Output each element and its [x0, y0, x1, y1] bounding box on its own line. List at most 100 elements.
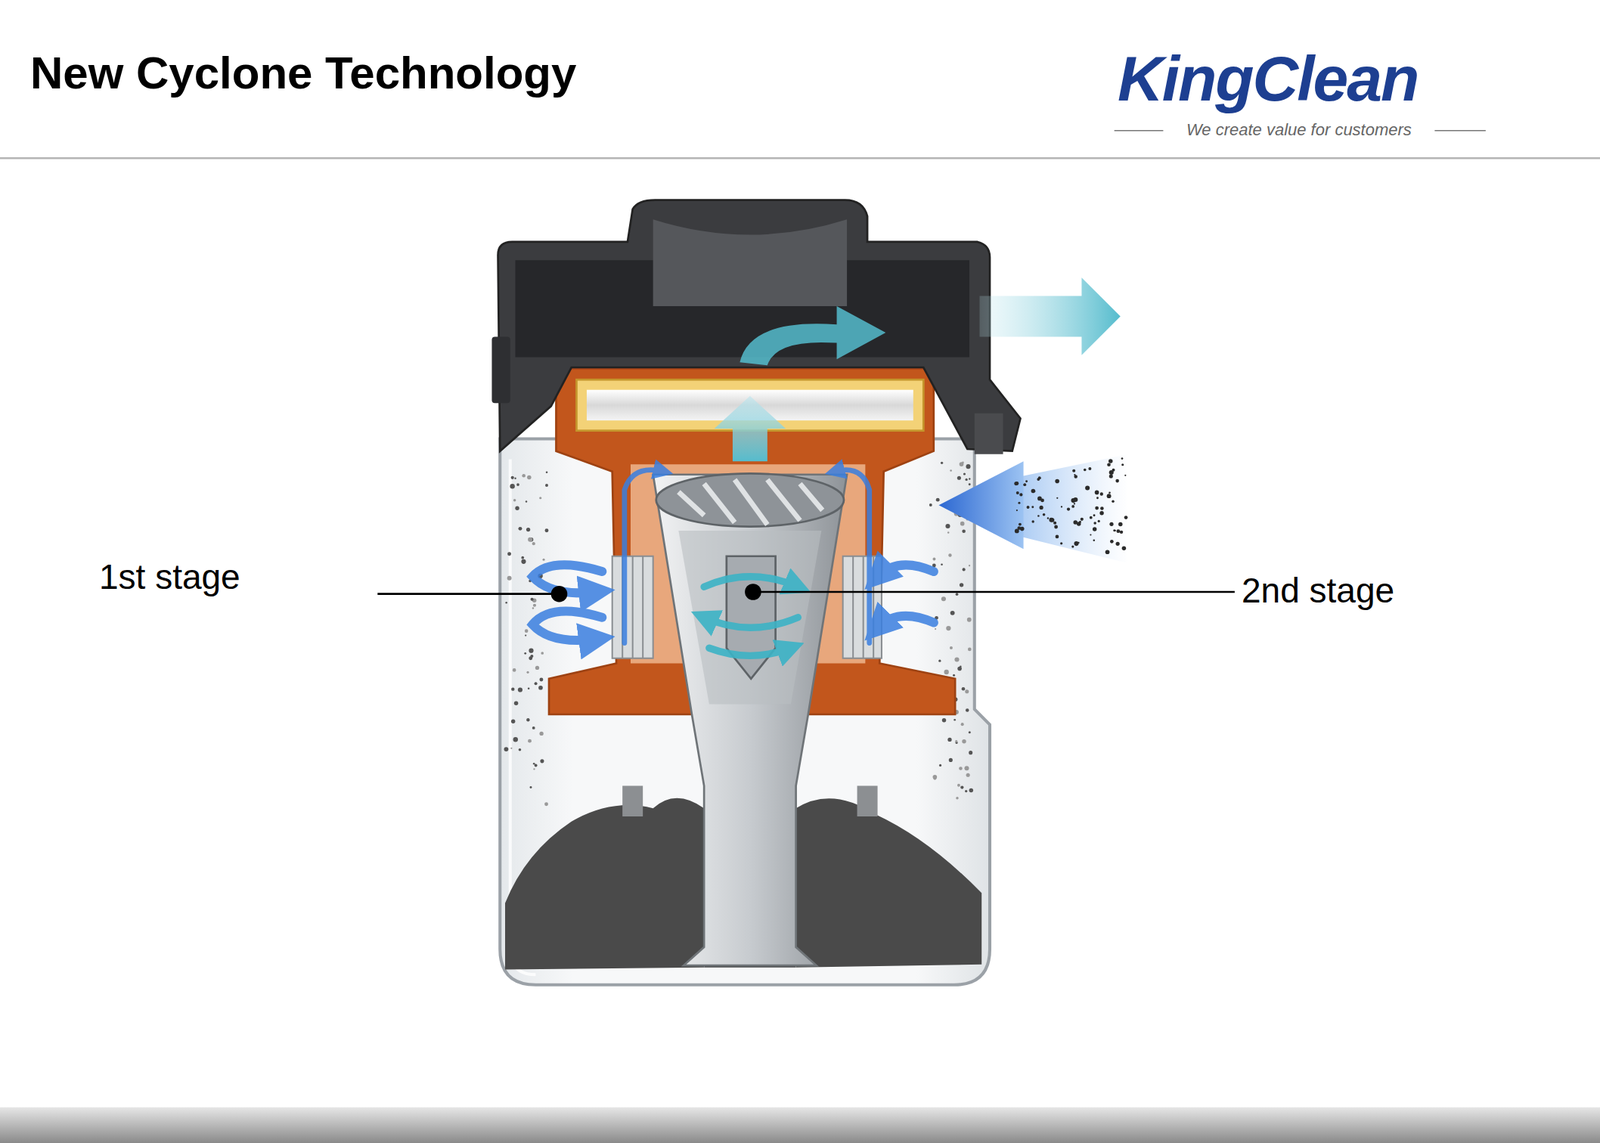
dust-speck — [1089, 533, 1092, 536]
dust-speck — [968, 564, 971, 567]
dust-speck — [509, 483, 515, 489]
dust-speck — [544, 528, 549, 533]
dust-speck — [939, 764, 942, 767]
dust-speck — [965, 464, 971, 469]
dust-speck — [968, 483, 971, 486]
dust-speck — [1105, 549, 1111, 555]
swirl-vane — [656, 473, 844, 527]
dust-speck — [1036, 477, 1040, 481]
dust-speck — [526, 718, 530, 722]
dust-speck — [1016, 509, 1018, 512]
tagline-rule — [1434, 130, 1486, 132]
dust-speck — [1072, 469, 1076, 473]
dust-speck — [1031, 489, 1036, 494]
dust-speck — [961, 687, 966, 692]
dust-speck — [530, 598, 534, 602]
dust-speck — [969, 788, 974, 793]
dust-speck — [948, 553, 952, 557]
cyclone-cone — [653, 473, 847, 966]
dust-speck — [961, 722, 965, 726]
dust-speck — [511, 719, 515, 723]
dust-speck — [1014, 481, 1019, 486]
dust-speck — [1071, 505, 1075, 509]
dust-speck — [942, 718, 946, 723]
cyclone-insert — [548, 355, 956, 715]
inlet-arrow — [939, 461, 1024, 549]
dust-speck — [961, 529, 966, 534]
dust-speck — [517, 687, 523, 692]
dust-speck — [520, 556, 525, 560]
dust-speck — [1109, 470, 1114, 475]
dust-speck — [511, 476, 515, 480]
dust-speck — [520, 559, 526, 565]
latch — [491, 337, 510, 404]
leader-dot — [744, 583, 762, 601]
page-title: New Cyclone Technology — [30, 48, 577, 99]
dust-speck — [539, 496, 542, 500]
dust-speck — [1053, 521, 1057, 525]
dust-speck — [532, 726, 536, 730]
dust-speck — [1026, 505, 1030, 509]
dust-speck — [524, 629, 529, 633]
dust-speck — [945, 524, 950, 529]
dust-speck — [961, 462, 965, 465]
dust-speck — [526, 671, 529, 674]
dust-speck — [539, 759, 544, 763]
dust-speck — [949, 646, 953, 650]
dust-speck — [1016, 491, 1020, 495]
dust-speck — [938, 660, 941, 663]
dust-speck — [1122, 546, 1126, 551]
dust-speck — [1089, 516, 1093, 520]
dust-speck — [933, 558, 937, 562]
dust-speck — [947, 737, 952, 742]
dust-speck — [535, 666, 540, 670]
dust-speck — [1106, 493, 1112, 499]
clean-air-arrow — [739, 306, 886, 366]
air-inlet — [939, 454, 1129, 564]
dust-speck — [539, 731, 543, 736]
dust-speck — [545, 471, 549, 474]
tagline-rule — [1114, 130, 1164, 132]
dust-speck — [964, 478, 968, 481]
dust-speck — [1018, 523, 1022, 527]
dust-speck — [965, 708, 970, 713]
dust-speck — [968, 731, 971, 734]
dust-speck — [967, 648, 972, 652]
dust-speck — [1073, 502, 1076, 505]
dust-speck — [514, 477, 516, 480]
dust-speck — [511, 687, 515, 691]
dust-speck — [530, 654, 534, 658]
dust-speck — [1048, 517, 1054, 523]
dust-speck — [1088, 467, 1092, 471]
dust-speck — [507, 551, 512, 556]
dust-speck — [957, 784, 961, 788]
dust-speck — [933, 776, 937, 780]
dust-speck — [945, 626, 951, 631]
dust-speck — [963, 472, 966, 475]
cone — [653, 474, 847, 966]
dust-speck — [533, 604, 537, 608]
dust-speck — [1108, 491, 1111, 494]
dust-speck — [530, 786, 533, 789]
dust-speck — [525, 500, 528, 503]
dust-speck — [514, 506, 519, 511]
dust-speck — [505, 601, 508, 605]
dust-speck — [1037, 514, 1040, 518]
dust-speck — [1054, 525, 1058, 530]
dust-heap — [505, 798, 704, 971]
dust-speck — [1080, 517, 1084, 521]
dust-speck — [1121, 463, 1124, 466]
dust-speck — [1094, 506, 1099, 511]
exhaust-flow — [714, 277, 1121, 462]
dust-speck — [966, 773, 971, 778]
dust-speck — [1096, 496, 1099, 500]
dust-speck — [533, 762, 536, 766]
dust-speck — [1023, 483, 1027, 487]
dust-speck — [1092, 527, 1097, 531]
dust-speck — [1020, 527, 1025, 532]
dust-speck — [1109, 474, 1114, 478]
dust-speck — [1085, 485, 1090, 490]
dust-speck — [1073, 474, 1078, 479]
dust-speck — [1116, 542, 1120, 546]
dust-speck — [524, 652, 527, 655]
